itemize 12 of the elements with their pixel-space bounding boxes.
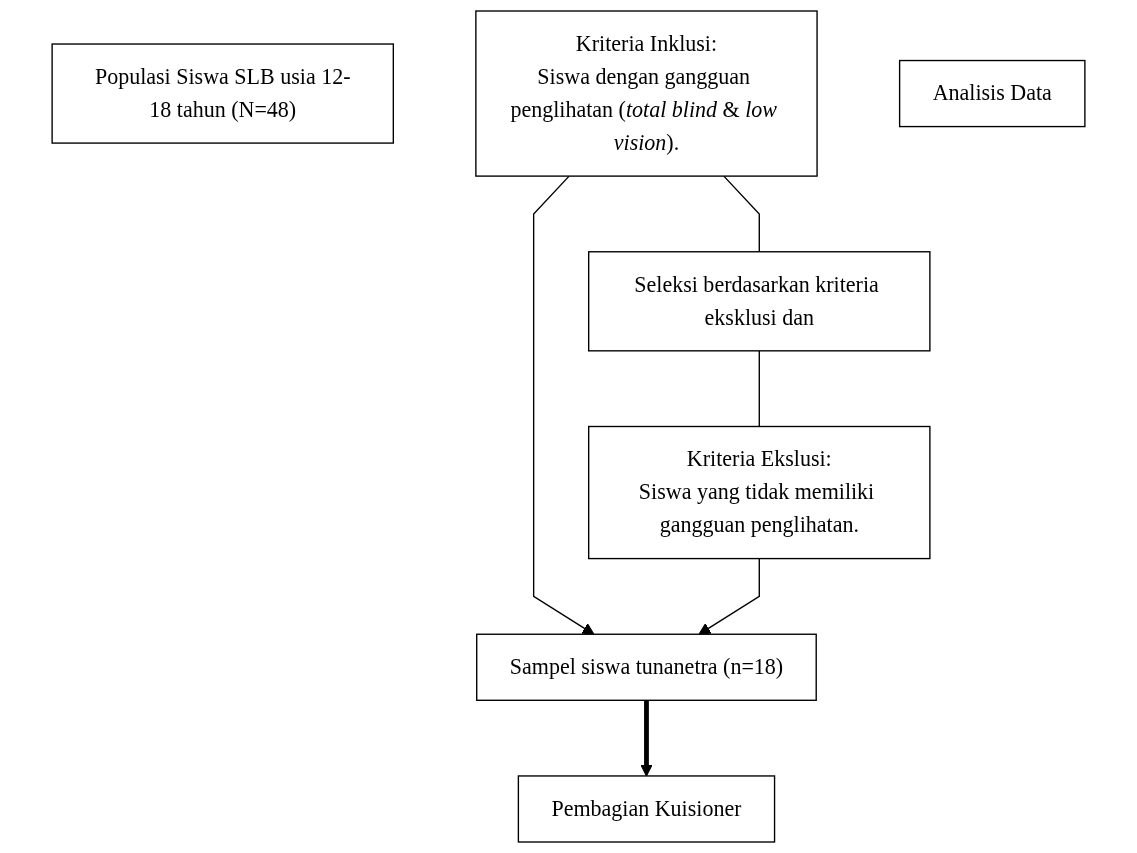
connector: [758, 350, 760, 428]
arrow: [640, 700, 653, 777]
node-box: Kriteria Inklusi: Siswa dengan gangguan penglihatan (total blind & low vision).: [475, 10, 818, 177]
arrow: [698, 557, 760, 635]
connector: [723, 175, 760, 253]
node-box: Kriteria Ekslusi: Siswa yang tidak memiliki gangguan penglihatan.: [588, 425, 931, 560]
node-box: Seleksi berdasarkan kriteria eksklusi dan: [588, 251, 931, 352]
node-box: Analisis Data: [898, 59, 1086, 128]
node-box: Pembagian Kuisioner: [517, 775, 776, 843]
node-box: Sampel siswa tunanetra (n=18): [476, 633, 817, 701]
node-box: Populasi Siswa SLB usia 12-18 tahun (N=48): [51, 43, 394, 144]
arrow: [532, 175, 595, 635]
